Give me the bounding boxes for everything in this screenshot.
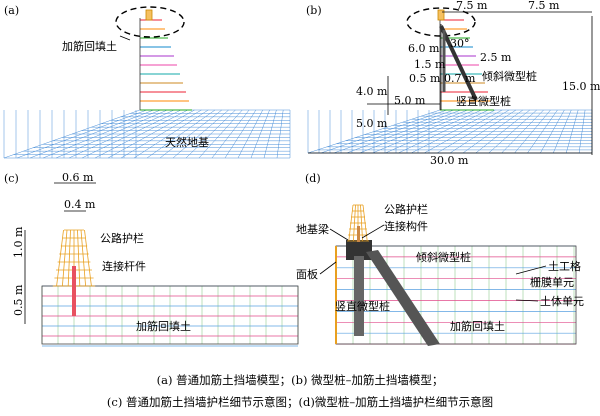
panel-b-dim-5b: 5.0 m [356,117,388,130]
panel-a-highlight-ellipse [115,6,185,38]
panel-b-dim-4: 4.0 m [356,85,388,98]
panel-d-label-connector: 连接构件 [384,219,428,233]
panel-c-dim-1-0: 1.0 m [12,226,25,258]
panel-b-angle: 30° [450,37,470,50]
panel-c-tag: (c) [4,172,19,185]
panel-d-leaders [319,224,547,302]
panel-d-label-geogrid-2: 栅膜单元 [530,275,574,289]
panel-b-dim-0-7: 0.7 m [444,72,476,85]
panel-c-dimensions [24,182,96,324]
panel-b-label-vertical: 竖直微型桩 [456,94,511,108]
panel-a-leader [119,35,131,41]
panel-c-dim-0-6: 0.6 m [62,171,94,184]
panel-d-label-geogrid-1: 土工格 [548,259,581,273]
panel-b-dimensions [308,11,593,155]
panel-b-dim-1-5: 1.5 m [414,58,446,71]
panel-b-dim-30: 30.0 m [430,154,469,167]
panel-b-dim-5a: 5.0 m [394,94,426,107]
panel-a-mesh [3,9,291,159]
panel-c-label-fill: 加筋回填土 [136,319,191,333]
panel-b-dim-6: 6.0 m [408,42,440,55]
panel-d-label-vertical: 竖直微型桩 [335,299,390,313]
panel-b-dim-2-5: 2.5 m [480,51,512,64]
panel-c-mesh [41,229,299,347]
panel-a-label-reinforced: 加筋回填土 [62,39,117,53]
panel-c-dim-0-5: 0.5 m [12,284,25,316]
panel-d-label-guardrail: 公路护栏 [384,202,428,216]
panel-a-tag: (a) [4,4,19,17]
panel-d-label-soil: 土体单元 [540,294,584,308]
panel-a-label-foundation: 天然地基 [165,135,209,149]
panel-d-label-inclined: 倾斜微型桩 [416,250,471,264]
panel-d-mesh [335,204,577,346]
panel-b-label-inclined: 倾斜微型桩 [482,69,537,83]
caption-line-2: (c) 普通加筋土挡墙护栏细节示意图；(d)微型桩–加筋土挡墙护栏细节示意图 [106,395,494,409]
panel-d-label-foundation-beam: 地基梁 [296,222,329,236]
panel-d-label-fill: 加筋回填土 [450,319,505,333]
panel-d-label-panel: 面板 [296,267,318,281]
panel-b-dim-top-left: 7.5 m [456,0,488,12]
panel-c-label-guardrail: 公路护栏 [100,231,144,245]
panel-c-label-connector-rod: 连接杆件 [102,259,146,273]
panel-b-dim-15: 15.0 m [562,80,600,93]
panel-d-tag: (d) [305,172,321,185]
panel-b-dim-top-right: 7.5 m [528,0,560,12]
panel-b-inclined-pile [439,25,478,101]
panel-b-dim-0-5: 0.5 m [409,72,441,85]
panel-b-tag: (b) [306,4,322,17]
panel-b-highlight-ellipse [406,7,476,37]
panel-c-dim-0-4: 0.4 m [64,198,96,211]
caption-line-1: (a) 普通加筋土挡墙模型；(b) 微型桩–加筋土挡墙模型； [156,373,444,387]
